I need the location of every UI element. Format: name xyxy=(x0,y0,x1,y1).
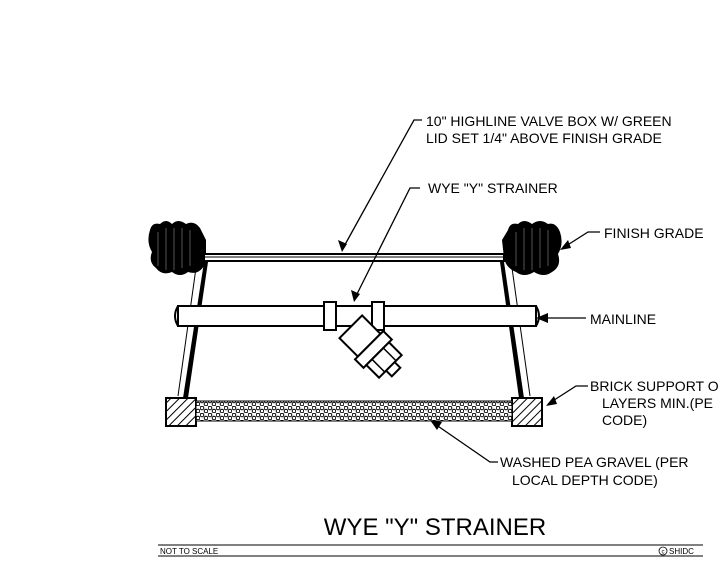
credit-text: SHIDC xyxy=(669,547,694,556)
soil-left xyxy=(148,221,206,275)
svg-text:c: c xyxy=(662,550,665,556)
brick-support-callout-line-1: BRICK SUPPORT O xyxy=(590,378,719,394)
scale-note: NOT TO SCALE xyxy=(160,547,218,556)
brick-right xyxy=(511,397,543,427)
finish-grade-callout: FINISH GRADE xyxy=(604,225,704,241)
brick-support-callout-line-2: LAYERS MIN.(PE xyxy=(602,395,713,411)
soil-right xyxy=(502,221,562,275)
detail-title: WYE "Y" STRAINER xyxy=(324,514,546,541)
valve-box-callout-line-2: LID SET 1/4" ABOVE FINISH GRADE xyxy=(426,130,662,146)
strainer-callout: WYE "Y" STRAINER xyxy=(428,180,558,196)
copyright-icon: c xyxy=(658,546,668,556)
valve-box-callout-line-1: 10" HIGHLINE VALVE BOX W/ GREEN xyxy=(426,113,672,129)
pea-gravel-callout-line-1: WASHED PEA GRAVEL (PER xyxy=(500,454,689,470)
valve-box xyxy=(177,253,531,398)
pea-gravel-bed xyxy=(195,400,513,422)
leader-arrowheads xyxy=(338,240,571,430)
leader-lines xyxy=(341,119,600,463)
brick-left xyxy=(165,397,197,427)
brick-support-callout-line-3: CODE) xyxy=(602,412,647,428)
wye-strainer-fitting xyxy=(323,301,404,380)
mainline-callout: MAINLINE xyxy=(590,311,656,327)
pea-gravel-callout-line-2: LOCAL DEPTH CODE) xyxy=(512,472,658,488)
